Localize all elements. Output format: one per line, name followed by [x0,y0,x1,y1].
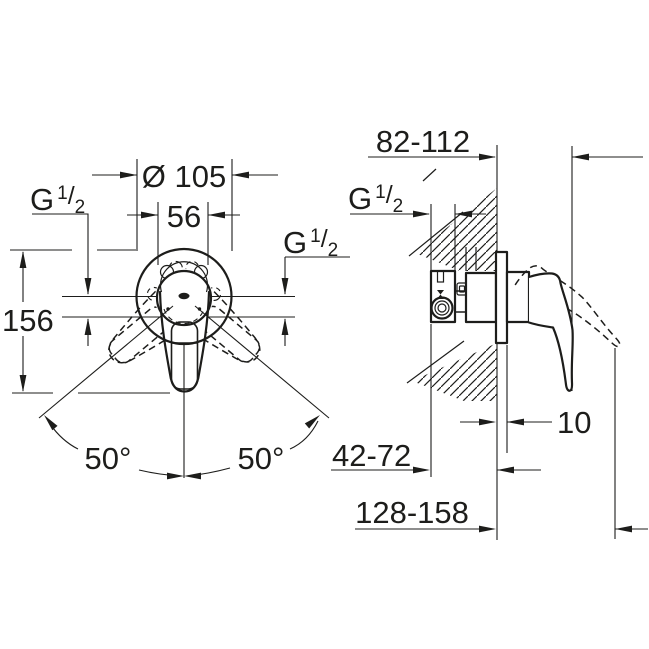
dim-handle-width: 56 [167,199,201,234]
side-port-outer [430,296,454,320]
angle-ray-right [194,305,330,419]
body-clip-inner [458,285,466,293]
wall-break-tick [422,168,437,182]
dim-plate-thickness: 10 [557,405,591,440]
dim-total-projection: 128-158 [355,495,469,530]
dim-depth: 42-72 [332,438,411,473]
dim-angle-right: 50° [238,441,285,476]
in-wall-pipe [465,247,477,271]
wall-hatch-upper [415,188,497,271]
wall-break-edge-upper [408,211,464,257]
dim-height: 156 [2,303,54,338]
handle-cap [155,269,213,327]
side-port-mid [434,300,450,316]
angle-ray-left [38,305,174,419]
side-port-inner [437,303,447,313]
lever-handle-side [527,272,574,392]
handle-cap-hidden-edge [163,308,205,325]
dim-angle-left: 50° [85,441,132,476]
dim-projection: 82-112 [376,124,470,159]
wall-break-edge-lower [406,340,465,384]
top-port-slot [436,270,445,283]
wall-hatch-lower [412,343,497,401]
logo-mark [178,292,190,300]
dim-diameter: Ø 105 [142,159,226,194]
lever-raised-dashed [514,265,621,348]
handle-cap-inner-rim [159,261,209,293]
